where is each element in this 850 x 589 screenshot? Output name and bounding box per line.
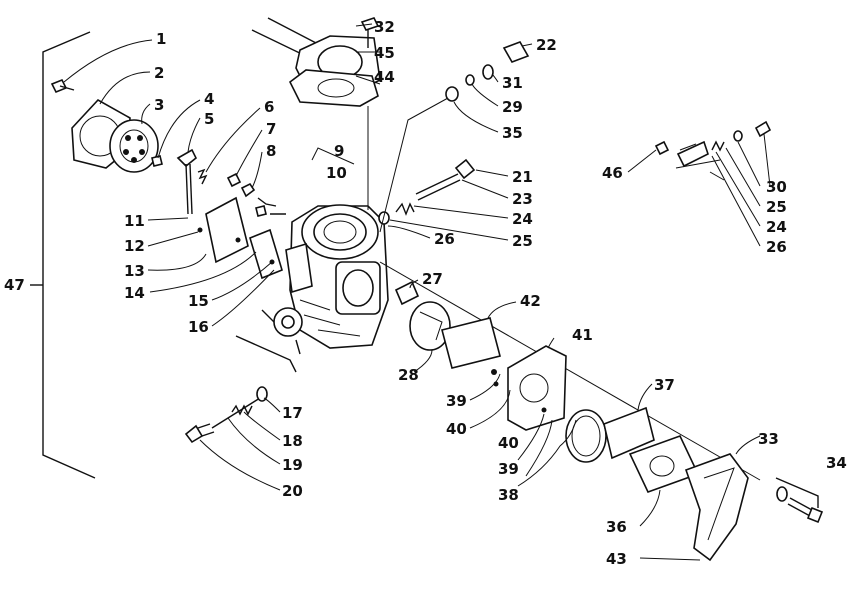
label-40b: 40 [498,434,519,452]
label-23: 23 [512,190,533,208]
label-13: 13 [124,262,145,280]
label-26: 26 [434,230,455,248]
label-32: 32 [374,18,395,36]
top-flange [251,17,381,210]
label-40a: 40 [446,420,467,438]
label-5: 5 [204,110,214,128]
carburetor-body [261,204,389,355]
label-25b: 25 [766,198,787,216]
label-39a: 39 [446,392,467,410]
needle-lever [151,148,208,215]
label-47: 47 [4,276,25,294]
far-right-parts [654,120,772,181]
label-24: 24 [512,210,533,228]
label-31: 31 [502,74,523,92]
label-28: 28 [398,366,419,384]
label-25: 25 [512,232,533,250]
label-9: 9 [334,142,344,160]
label-45: 45 [374,44,395,62]
leader-lines [63,23,771,561]
label-18: 18 [282,432,303,450]
label-38: 38 [498,486,519,504]
label-37: 37 [654,376,675,394]
idle-screw [184,335,297,444]
label-29: 29 [502,98,523,116]
label-11: 11 [124,212,145,230]
label-27: 27 [422,270,443,288]
label-30: 30 [766,178,787,196]
label-16: 16 [188,318,209,336]
label-3: 3 [154,96,164,114]
callout-numbers: 1 2 3 4 5 6 7 8 9 10 11 12 13 14 15 16 1… [4,18,847,568]
label-35: 35 [502,124,523,142]
label-39b: 39 [498,460,519,478]
label-22: 22 [536,36,557,54]
label-17: 17 [282,404,303,422]
label-4: 4 [204,90,214,108]
label-33: 33 [758,430,779,448]
label-36: 36 [606,518,627,536]
label-12: 12 [124,237,145,255]
top-right-parts [445,41,530,102]
label-19: 19 [282,456,303,474]
label-14: 14 [124,284,145,302]
label-6: 6 [264,98,274,116]
assembly-axis [379,261,761,481]
label-24b: 24 [766,218,787,236]
cover-group [50,78,159,173]
label-41: 41 [572,326,593,344]
label-43: 43 [606,550,627,568]
label-2: 2 [154,64,164,82]
pump-plates [441,317,749,562]
mixture-screw [378,97,476,233]
label-42: 42 [520,292,541,310]
label-26b: 26 [766,238,787,256]
label-20: 20 [282,482,303,500]
side-plate [197,196,283,280]
label-1: 1 [156,30,166,48]
label-21: 21 [512,168,533,186]
inlet-fitting [394,280,451,351]
label-15: 15 [188,292,209,310]
label-8: 8 [266,142,276,160]
label-46: 46 [602,164,623,182]
label-10: 10 [326,164,347,182]
bracket-47 [30,31,96,479]
label-7: 7 [266,120,276,138]
clips [226,172,286,217]
screw-34 [775,477,824,524]
label-34: 34 [826,454,847,472]
label-44: 44 [374,68,395,86]
